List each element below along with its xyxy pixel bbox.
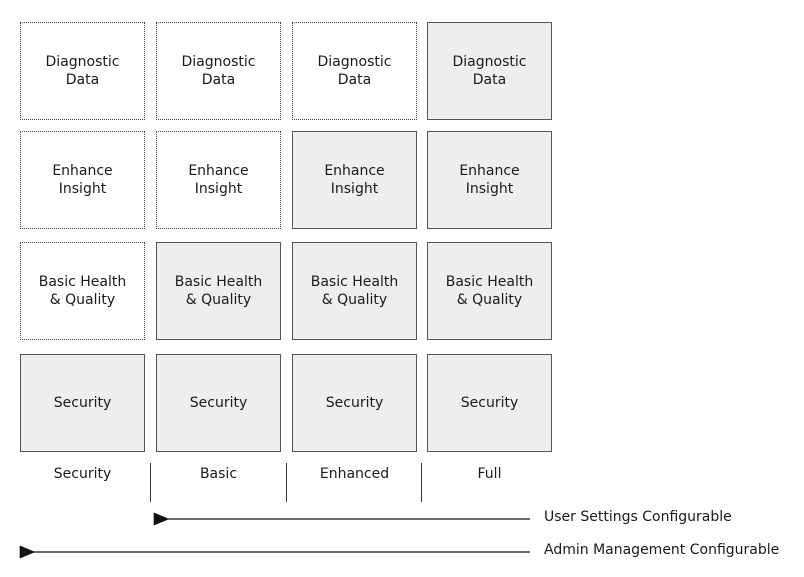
box-basic-health-quality-basic: Basic Health & Quality	[156, 242, 281, 340]
box-label: Basic Health & Quality	[445, 274, 534, 308]
box-label: Diagnostic Data	[317, 54, 392, 88]
level-separator	[150, 463, 151, 502]
box-security-security: Security	[20, 354, 145, 452]
user-settings-label: User Settings Configurable	[544, 509, 732, 525]
level-label-basic: Basic	[199, 466, 238, 482]
box-enhance-insight-basic: Enhance Insight	[156, 131, 281, 229]
box-security-enhanced: Security	[292, 354, 417, 452]
admin-management-label: Admin Management Configurable	[544, 542, 780, 558]
box-label: Security	[460, 395, 519, 411]
box-basic-health-quality-enhanced: Basic Health & Quality	[292, 242, 417, 340]
box-enhance-insight-enhanced: Enhance Insight	[292, 131, 417, 229]
level-label-enhanced: Enhanced	[319, 466, 390, 482]
box-label: Diagnostic Data	[45, 54, 120, 88]
box-label: Security	[325, 395, 384, 411]
box-enhance-insight-full: Enhance Insight	[427, 131, 552, 229]
level-separator	[286, 463, 287, 502]
box-label: Basic Health & Quality	[310, 274, 399, 308]
box-label: Enhance Insight	[459, 163, 520, 197]
box-label: Diagnostic Data	[181, 54, 256, 88]
box-label: Diagnostic Data	[452, 54, 527, 88]
box-enhance-insight-security: Enhance Insight	[20, 131, 145, 229]
level-label-security: Security	[53, 466, 112, 482]
box-label: Enhance Insight	[52, 163, 113, 197]
box-label: Basic Health & Quality	[38, 274, 127, 308]
box-label: Security	[53, 395, 112, 411]
box-diagnostic-data-basic: Diagnostic Data	[156, 22, 281, 120]
box-diagnostic-data-enhanced: Diagnostic Data	[292, 22, 417, 120]
box-label: Basic Health & Quality	[174, 274, 263, 308]
box-diagnostic-data-security: Diagnostic Data	[20, 22, 145, 120]
box-label: Enhance Insight	[324, 163, 385, 197]
box-basic-health-quality-full: Basic Health & Quality	[427, 242, 552, 340]
box-label: Security	[189, 395, 248, 411]
level-label-full: Full	[477, 466, 502, 482]
box-label: Enhance Insight	[188, 163, 249, 197]
level-separator	[421, 463, 422, 502]
box-security-full: Security	[427, 354, 552, 452]
box-diagnostic-data-full: Diagnostic Data	[427, 22, 552, 120]
box-security-basic: Security	[156, 354, 281, 452]
box-basic-health-quality-security: Basic Health & Quality	[20, 242, 145, 340]
